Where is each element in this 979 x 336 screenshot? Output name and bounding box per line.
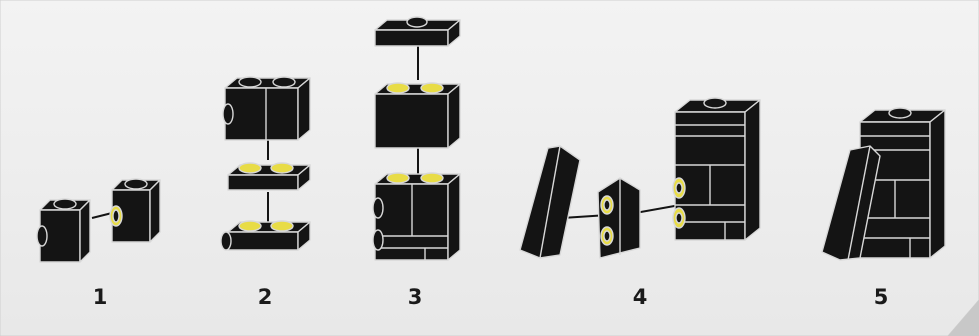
step-4-number: 4 xyxy=(620,285,660,309)
step-2-number: 2 xyxy=(245,285,285,309)
step-3-number: 3 xyxy=(395,285,435,309)
step-1-number: 1 xyxy=(80,285,120,309)
step-5-number: 5 xyxy=(861,285,901,309)
